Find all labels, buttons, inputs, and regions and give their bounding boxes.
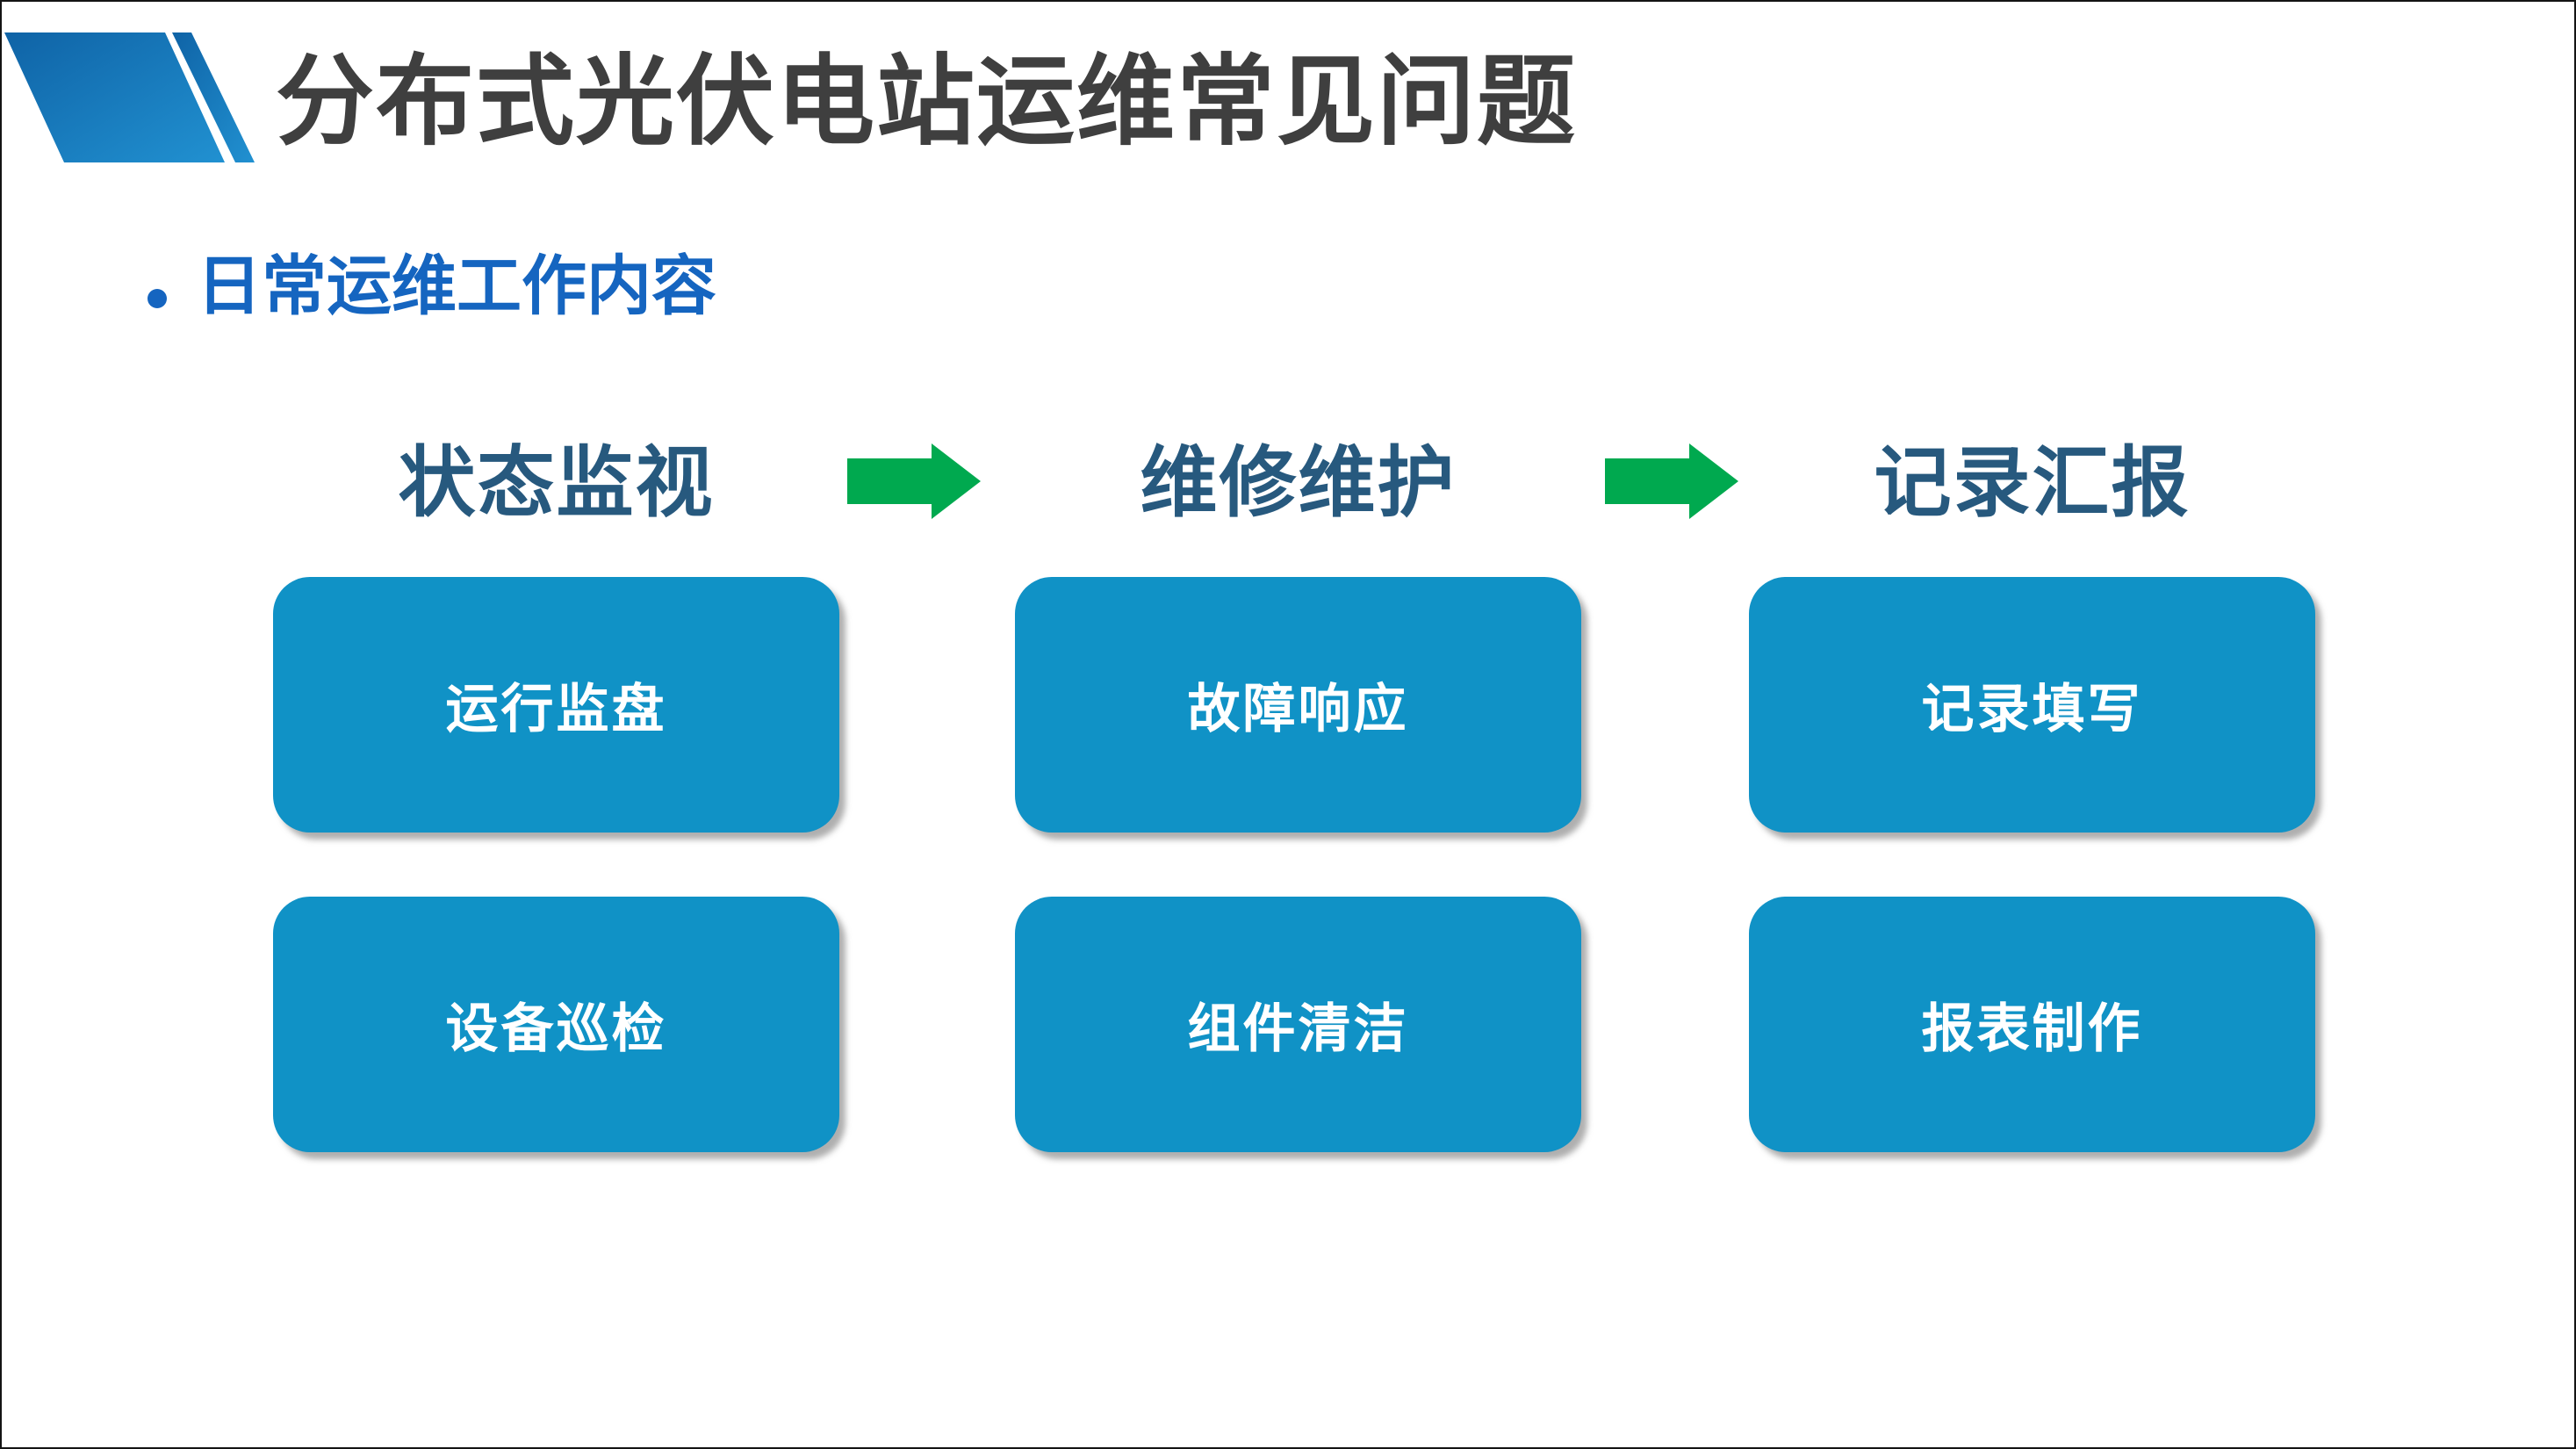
logo-stripe bbox=[172, 32, 255, 162]
section-bullet-text: 日常运维工作内容 bbox=[197, 249, 716, 322]
flow-stage-header-reporting: 记录汇报 bbox=[1874, 439, 2191, 526]
flow-stage-header-monitoring: 状态监视 bbox=[398, 439, 715, 526]
flow-stage-header-maintenance: 维修维护 bbox=[1140, 439, 1457, 526]
arrow-right-icon bbox=[847, 443, 981, 519]
slide-corner-logo-icon bbox=[4, 32, 255, 162]
flow-box: 运行监盘 bbox=[273, 577, 839, 833]
slide-title: 分布式光伏电站运维常见问题 bbox=[276, 47, 1577, 156]
logo-parallelogram bbox=[4, 32, 225, 162]
bullet-dot bbox=[148, 289, 167, 308]
flow-box: 报表制作 bbox=[1749, 897, 2315, 1152]
flow-box: 记录填写 bbox=[1749, 577, 2315, 833]
flow-box: 组件清洁 bbox=[1015, 897, 1581, 1152]
flow-box: 设备巡检 bbox=[273, 897, 839, 1152]
arrow-right-icon bbox=[1605, 443, 1738, 519]
flow-box: 故障响应 bbox=[1015, 577, 1581, 833]
